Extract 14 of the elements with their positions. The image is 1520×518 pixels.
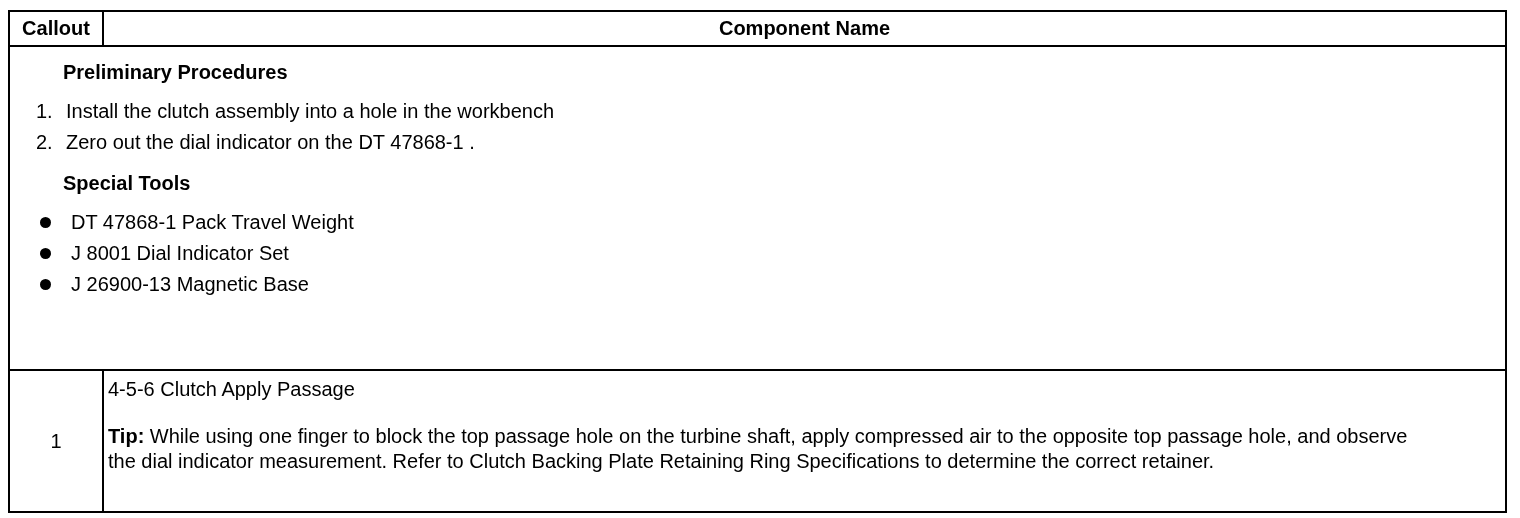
tool-list-item: J 8001 Dial Indicator Set — [71, 242, 289, 265]
column-header: Component Name — [103, 11, 1506, 46]
column-header: Callout — [9, 11, 103, 46]
section-heading: Special Tools — [63, 172, 191, 195]
tool-list-item: DT 47868-1 Pack Travel Weight — [71, 211, 354, 234]
step-number: 1. — [36, 100, 54, 123]
section-heading: Preliminary Procedures — [63, 61, 288, 84]
step-text: Zero out the dial indicator on the DT 47868-1 . — [66, 131, 475, 154]
step-text: Install the clutch assembly into a hole in the workbench — [66, 100, 555, 123]
tool-list-item: J 26900-13 Magnetic Base — [71, 273, 309, 296]
component-name: 4-5-6 Clutch Apply Passage — [108, 377, 355, 402]
tip-text: Tip: While using one finger to block the top passage hole on the turbine shaft, apply compressed air to the opposite top passage hole, and observe the dial indicator measurement. Refer to Clutch Backing Plate Retaining Ring Specifications to determine the correct retainer. — [108, 424, 1408, 474]
step-number: 2. — [36, 131, 54, 154]
callout-number: 1 — [50, 429, 62, 452]
